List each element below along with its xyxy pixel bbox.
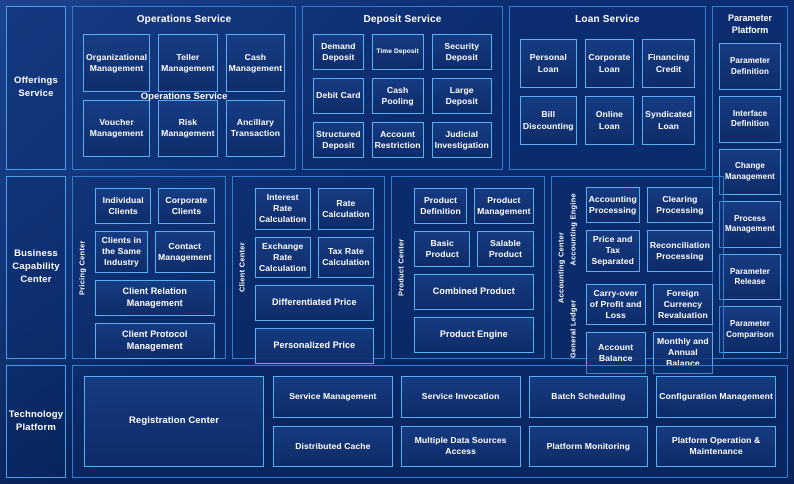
cell-personalized-price[interactable]: Personalized Price	[254, 328, 375, 365]
cell-basic-product[interactable]: Basic Product	[414, 231, 471, 267]
cell-product-engine[interactable]: Product Engine	[414, 317, 534, 353]
cell-parameter-definition[interactable]: Parameter Definition	[719, 43, 781, 90]
cell-foreign-currency-revaluation[interactable]: Foreign Currency Revaluation	[652, 283, 713, 326]
vlabel-accounting-center: Accounting Center	[556, 231, 566, 304]
cell-cash-management[interactable]: Cash Management	[225, 34, 286, 92]
band-label-text: Business Capability Center	[12, 248, 60, 285]
cell-risk-management[interactable]: Risk Management	[158, 99, 218, 157]
cell-parameter-release[interactable]: Parameter Release	[719, 253, 781, 301]
cell-contact-management[interactable]: Contact Management	[155, 231, 215, 273]
cell-client-protocol-management[interactable]: Client Protocol Management	[95, 322, 215, 359]
cell-bill-discounting[interactable]: Bill Discounting	[519, 96, 577, 145]
cell-large-deposit[interactable]: Large Deposit	[431, 78, 492, 114]
panel-parameter-platform[interactable]: Parameter Platform Parameter Definition …	[712, 6, 788, 359]
cell-online-loan[interactable]: Online Loan	[584, 96, 635, 145]
cell-financing-credit[interactable]: Financing Credit	[642, 39, 695, 88]
panel-product-center[interactable]: Product Center Product Definition Produc…	[391, 176, 545, 359]
cell-account-balance[interactable]: Account Balance	[585, 332, 646, 374]
cell-platform-operation-maintenance[interactable]: Platform Operation & Maintenance	[656, 425, 776, 467]
panel-technology-platform[interactable]: Registration Center Service Management S…	[72, 365, 788, 478]
cell-time-deposit[interactable]: Time Deposit	[371, 34, 424, 70]
cell-organizational-management[interactable]: Organizational Management	[83, 34, 151, 92]
cell-teller-management[interactable]: Teller Management	[158, 34, 218, 92]
cell-client-relation-management[interactable]: Client Relation Management	[95, 279, 215, 316]
cell-structured-deposit[interactable]: Structured Deposit	[313, 122, 364, 158]
cell-exchange-rate-calculation[interactable]: Exchange Rate Calculation	[254, 236, 311, 279]
cell-registration-center[interactable]: Registration Center	[84, 376, 264, 467]
cell-interest-rate-calculation[interactable]: Interest Rate Calculation	[254, 188, 311, 230]
cell-carry-over-of-profit-and-loss[interactable]: Carry-over of Profit and Loss	[585, 283, 646, 326]
cell-price-and-tax-separated[interactable]: Price and Tax Separated	[585, 230, 640, 272]
cell-security-deposit[interactable]: Security Deposit	[431, 34, 492, 70]
panel-loan-service[interactable]: Loan Service Personal Loan Corporate Loa…	[508, 6, 706, 170]
vlabel-product-center: Product Center	[396, 238, 406, 297]
band-label-technology-platform: Technology Platform	[6, 365, 66, 478]
vlabel-general-ledger: General Ledger	[568, 299, 578, 358]
cell-multiple-data-sources-access[interactable]: Multiple Data Sources Access	[400, 425, 521, 467]
cell-combined-product[interactable]: Combined Product	[414, 274, 534, 310]
vlabel-pricing-center: Client Center	[237, 242, 247, 293]
panel-title-parameter-platform: Parameter Platform	[727, 13, 773, 36]
cell-salable-product[interactable]: Salable Product	[477, 231, 534, 267]
cell-individual-clients[interactable]: Individual Clients	[95, 188, 152, 224]
cell-account-restriction[interactable]: Account Restriction	[371, 122, 424, 158]
cell-rate-calculation[interactable]: Rate Calculation	[317, 188, 375, 230]
cell-demand-deposit[interactable]: Demand Deposit	[313, 34, 364, 70]
cell-corporate-loan[interactable]: Corporate Loan	[584, 39, 635, 88]
cell-batch-scheduling[interactable]: Batch Scheduling	[528, 376, 649, 418]
group-general-ledger: General Ledger Carry-over of Profit and …	[567, 278, 720, 380]
cell-corporate-clients[interactable]: Corporate Clients	[158, 188, 215, 224]
panel-accounting-center[interactable]: Accounting Center Accounting Engine Acco…	[550, 176, 724, 374]
cell-debit-card[interactable]: Debit Card	[313, 78, 364, 114]
cell-clearing-processing[interactable]: Clearing Processing	[646, 187, 713, 223]
cell-cash-pooling[interactable]: Cash Pooling	[371, 78, 424, 114]
cell-product-definition[interactable]: Product Definition	[414, 188, 468, 224]
cell-syndicated-loan[interactable]: Syndicated Loan	[642, 96, 695, 145]
vlabel-accounting-engine: Accounting Engine	[568, 193, 578, 266]
cell-monthly-and-annual-balance[interactable]: Monthly and Annual Balance	[652, 332, 713, 374]
panel-title-operations-service: Operations Service	[136, 14, 232, 25]
band-label-text: Offerings Service	[13, 75, 59, 99]
cell-voucher-management[interactable]: Voucher Management	[83, 99, 151, 157]
offerings-service-row: Offerings Service Operations Service Org…	[6, 6, 788, 359]
panel-title-deposit-service: Deposit Service	[363, 14, 442, 25]
band-label-text: Technology Platform	[8, 408, 64, 433]
overlay-title-operations-service: Operations Service	[140, 91, 228, 102]
cell-product-management[interactable]: Product Management	[474, 188, 534, 224]
cell-ancillary-transaction[interactable]: Ancillary Transaction	[225, 99, 286, 157]
group-accounting-engine: Accounting Engine Accounting Processing …	[567, 181, 720, 278]
panel-operations-service[interactable]: Operations Service Organizational Manage…	[72, 6, 297, 170]
cell-service-management[interactable]: Service Management	[273, 376, 393, 418]
cell-judicial-investigation[interactable]: Judicial Investigation	[431, 122, 492, 158]
band-label-offerings-service: Offerings Service	[6, 6, 66, 170]
cell-differentiated-price[interactable]: Differentiated Price	[254, 285, 375, 322]
business-capability-row: Business Capability Center Pricing Cente…	[6, 176, 724, 374]
panel-pricing-center[interactable]: Client Center Interest Rate Calculation …	[231, 176, 386, 365]
band-label-business-capability-center: Business Capability Center	[6, 176, 66, 359]
panel-client-center[interactable]: Pricing Center Individual Clients Corpor…	[72, 176, 226, 359]
cell-process-management[interactable]: Process Management	[719, 201, 781, 248]
cell-distributed-cache[interactable]: Distributed Cache	[273, 425, 393, 467]
cell-change-management[interactable]: Change Management	[719, 148, 781, 196]
cell-service-invocation[interactable]: Service Invocation	[400, 376, 521, 418]
cell-parameter-comparison[interactable]: Parameter Comparison	[719, 306, 781, 354]
cell-personal-loan[interactable]: Personal Loan	[519, 39, 577, 88]
cell-clients-in-the-same-industry[interactable]: Clients in the Same Industry	[95, 231, 149, 273]
technology-platform-row: Technology Platform Registration Center …	[6, 365, 788, 478]
cell-tax-rate-calculation[interactable]: Tax Rate Calculation	[317, 236, 375, 279]
cell-accounting-processing[interactable]: Accounting Processing	[585, 187, 640, 223]
cell-interface-definition[interactable]: Interface Definition	[719, 95, 781, 143]
cell-configuration-management[interactable]: Configuration Management	[656, 376, 776, 418]
panel-deposit-service[interactable]: Deposit Service Demand Deposit Time Depo…	[302, 6, 503, 170]
panel-title-loan-service: Loan Service	[575, 14, 640, 25]
vlabel-client-center: Pricing Center	[77, 240, 87, 295]
cell-reconciliation-processing[interactable]: Reconciliation Processing	[646, 230, 713, 272]
cell-platform-monitoring[interactable]: Platform Monitoring	[528, 425, 649, 467]
